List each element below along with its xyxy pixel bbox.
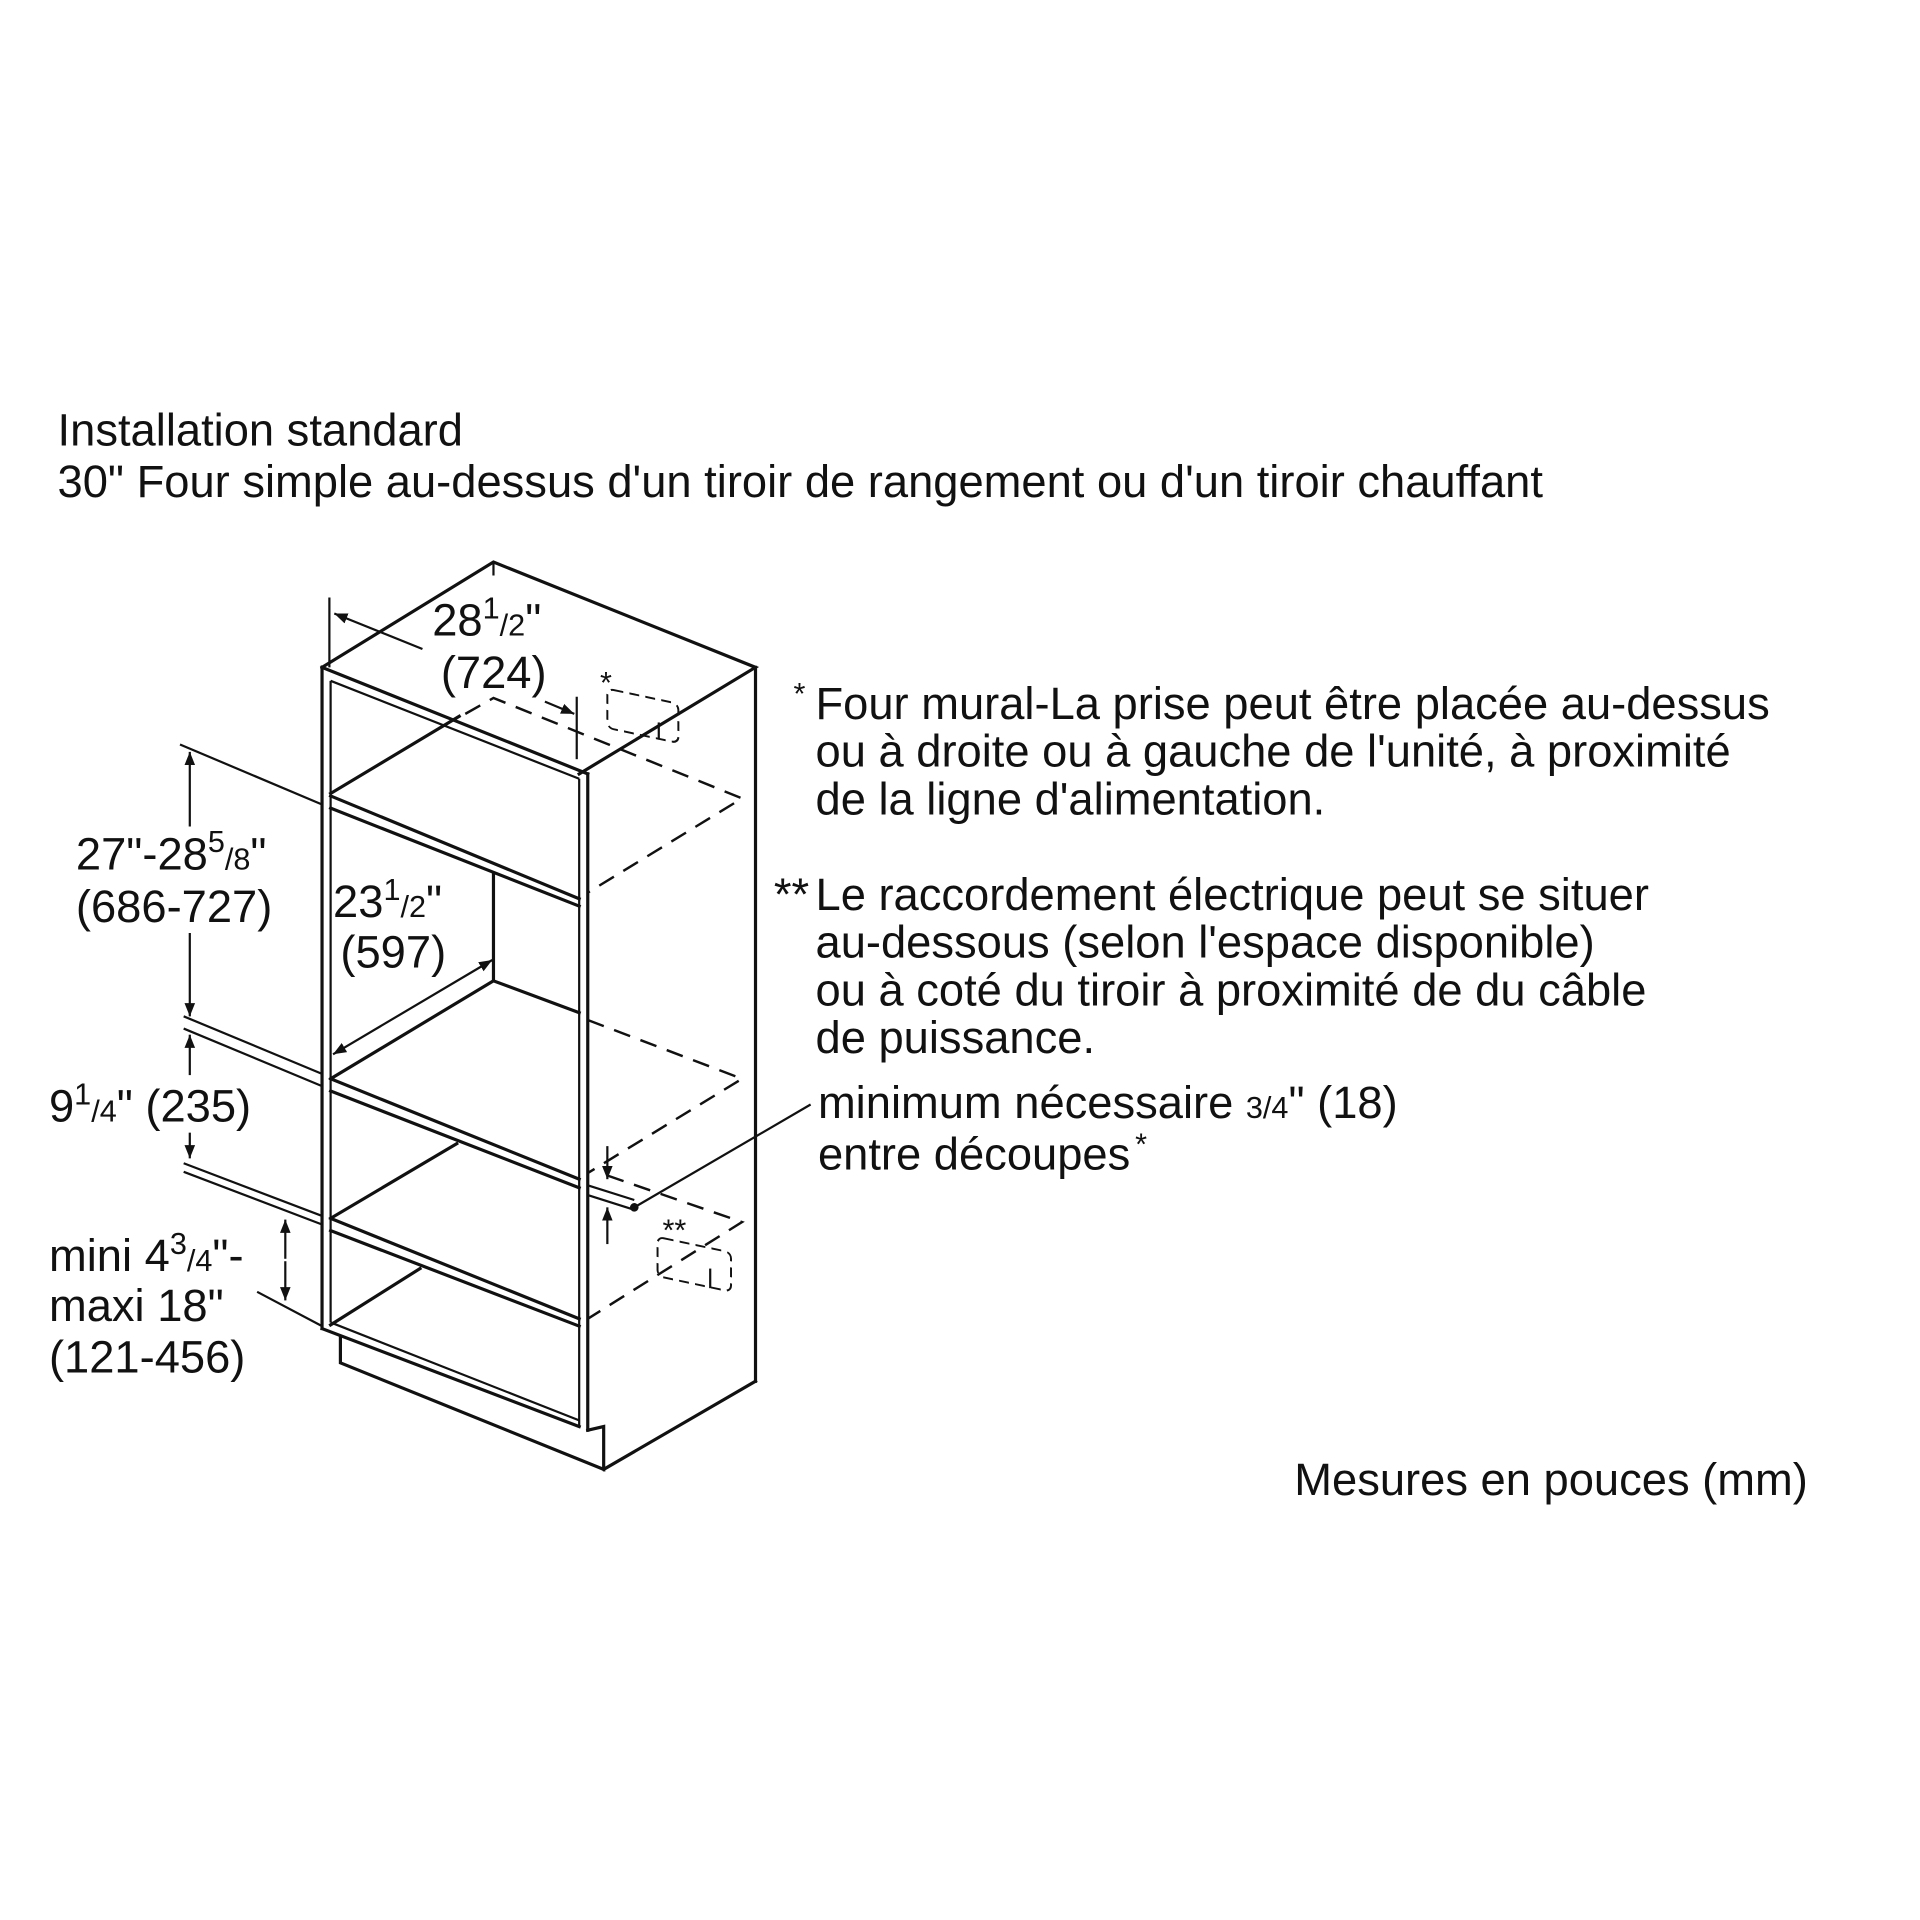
note-outlet: * Four mural-La prise peut être placée a… [793, 677, 1769, 824]
drawer-height-label: 91/4" (235) [49, 1077, 251, 1131]
note-gap: minimum nécessaire 3/4" (18) entre décou… [818, 1077, 1398, 1179]
svg-text:Le raccordement électrique peu: Le raccordement électrique peut se situe… [816, 869, 1649, 920]
outlet-marker-single: * [600, 666, 612, 700]
svg-text:minimum nécessaire 3/4" (18): minimum nécessaire 3/4" (18) [818, 1077, 1398, 1128]
svg-text:de puissance.: de puissance. [816, 1012, 1096, 1063]
gap-indicator [602, 1103, 812, 1245]
units-note: Mesures en pouces (mm) [1294, 1454, 1808, 1505]
svg-text:**: ** [774, 869, 809, 920]
dimension-width: 281/2" (724) [328, 591, 578, 760]
cabinet-drawing [319, 560, 760, 1472]
title-line-2: 30" Four simple au-dessus d'un tiroir de… [58, 456, 1544, 507]
dimension-depth: 231/2" (597) [332, 873, 493, 1056]
note-electrical: ** Le raccordement électrique peut se si… [774, 869, 1649, 1063]
base-height-mm-label: (121-456) [49, 1332, 245, 1383]
svg-text:*: * [793, 677, 805, 711]
svg-text:entre découpes*: entre découpes* [818, 1128, 1147, 1180]
outlet-box-bottom: ** [656, 1213, 732, 1292]
svg-text:au-dessous (selon l'espace dis: au-dessous (selon l'espace disponible) [816, 917, 1595, 968]
width-label: 281/2" [432, 591, 541, 645]
oven-height-label: 27"-285/8" [76, 825, 267, 879]
oven-height-mm-label: (686-727) [76, 881, 272, 932]
base-height-label: mini 43/4"- [49, 1227, 244, 1281]
outlet-box-top: * [600, 666, 680, 743]
svg-text:Four mural-La prise peut être: Four mural-La prise peut être placée au-… [816, 678, 1770, 729]
depth-label: 231/2" [333, 873, 442, 927]
title-line-1: Installation standard [58, 405, 463, 456]
base-height-line2: maxi 18" [49, 1280, 224, 1331]
outlet-marker-double: ** [662, 1213, 686, 1247]
dimension-oven-height: 27"-285/8" (686-727) [76, 743, 323, 1017]
dimension-base-height: mini 43/4"- maxi 18" (121-456) [49, 1219, 323, 1383]
svg-text:ou à droite ou à gauche de l'u: ou à droite ou à gauche de l'unité, à pr… [816, 726, 1731, 777]
depth-mm-label: (597) [340, 926, 446, 977]
svg-text:de la ligne d'alimentation.: de la ligne d'alimentation. [816, 773, 1326, 824]
svg-text:ou à coté du tiroir à proximit: ou à coté du tiroir à proximité de du câ… [816, 964, 1647, 1015]
width-mm-label: (724) [441, 647, 547, 698]
dimension-drawer-height: 91/4" (235) [49, 1015, 323, 1226]
